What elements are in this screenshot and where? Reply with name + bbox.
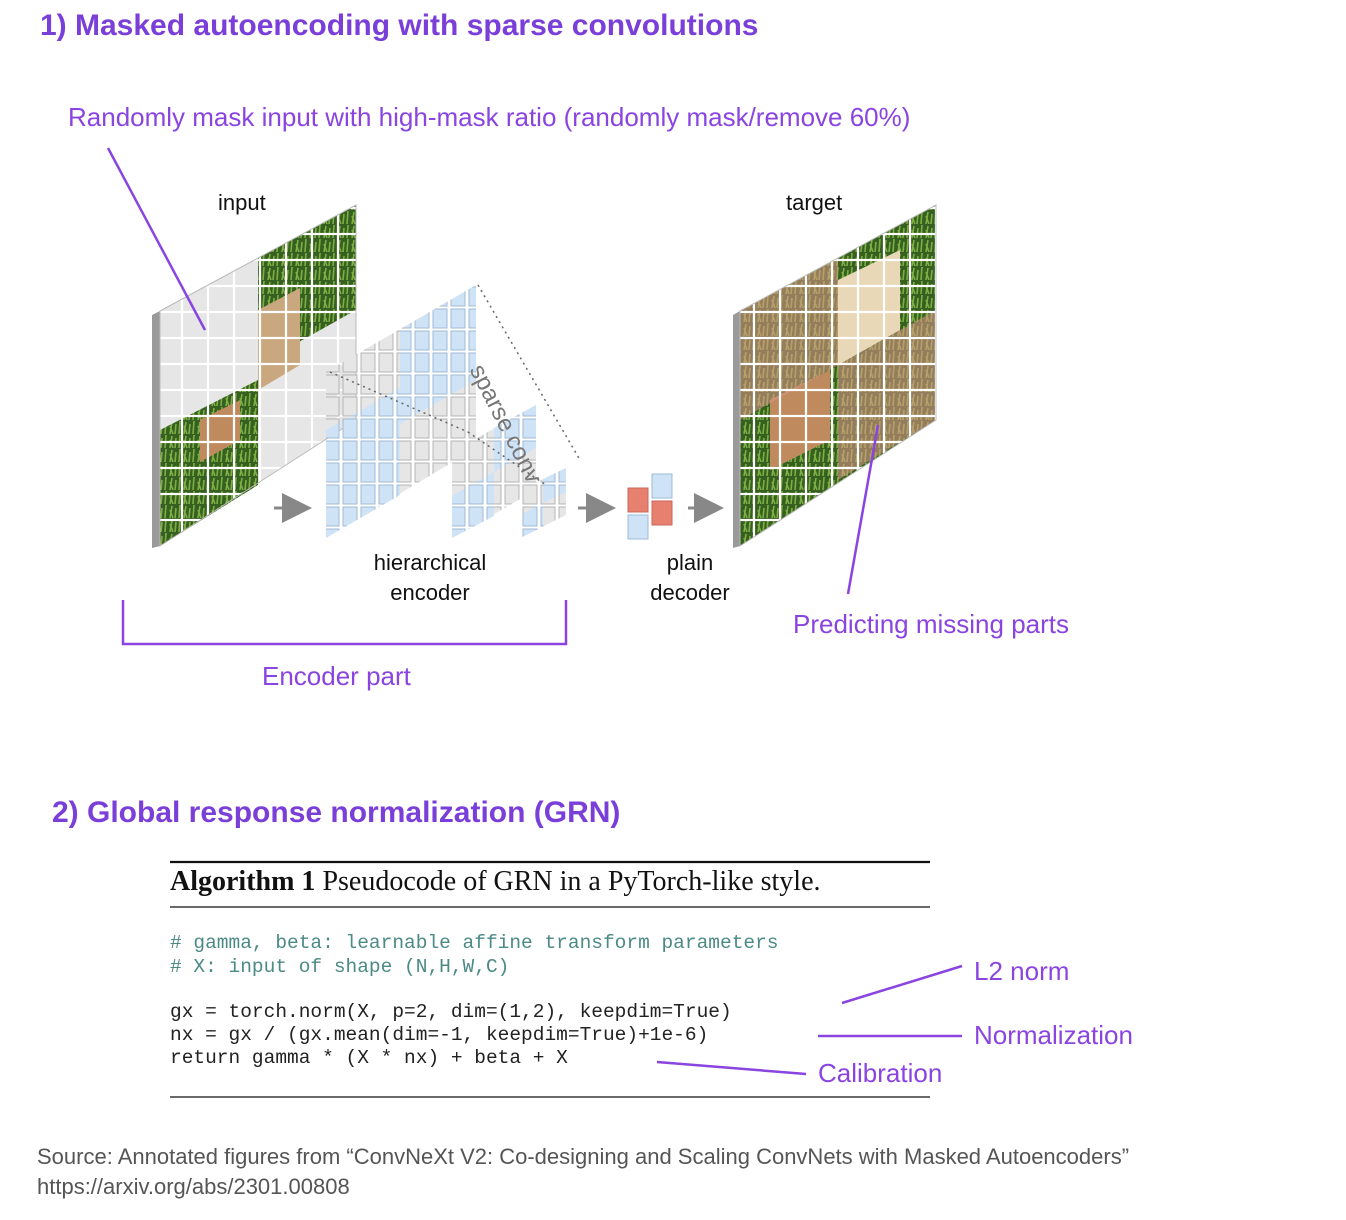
code-line-5: return gamma * (X * nx) + beta + X [170, 1047, 568, 1069]
annotation-normalization: Normalization [974, 1020, 1133, 1051]
section1-title: 1) Masked autoencoding with sparse convo… [40, 9, 758, 43]
label-input: input [218, 190, 266, 216]
code-line-2: # X: input of shape (N,H,W,C) [170, 956, 509, 978]
label-decoder-line1: plain [630, 550, 750, 576]
source-url: https://arxiv.org/abs/2301.00808 [37, 1174, 350, 1200]
label-encoder-line1: hierarchical [360, 550, 500, 576]
annotation-predicting-missing: Predicting missing parts [793, 609, 1069, 640]
decoder-block [628, 474, 672, 539]
annotation-l2-norm: L2 norm [974, 956, 1069, 987]
input-image [152, 205, 356, 548]
algorithm-heading: Algorithm 1 Pseudocode of GRN in a PyTor… [170, 866, 821, 898]
annotation-calibration: Calibration [818, 1058, 942, 1089]
label-encoder-line2: encoder [360, 580, 500, 606]
algorithm-label: Algorithm 1 [170, 866, 315, 897]
code-line-1: # gamma, beta: learnable affine transfor… [170, 932, 779, 954]
code-line-4: nx = gx / (gx.mean(dim=-1, keepdim=True)… [170, 1024, 708, 1046]
label-target: target [786, 190, 842, 216]
code-line-3: gx = torch.norm(X, p=2, dim=(1,2), keepd… [170, 1001, 732, 1023]
section2-title: 2) Global response normalization (GRN) [52, 796, 620, 830]
annotation-mask-input: Randomly mask input with high-mask ratio… [68, 102, 910, 133]
annotation-encoder-part: Encoder part [262, 661, 411, 692]
source-citation: Source: Annotated figures from “ConvNeXt… [37, 1144, 1129, 1170]
label-decoder-line2: decoder [630, 580, 750, 606]
algorithm-title: Pseudocode of GRN in a PyTorch-like styl… [322, 866, 820, 897]
target-image [733, 205, 936, 548]
